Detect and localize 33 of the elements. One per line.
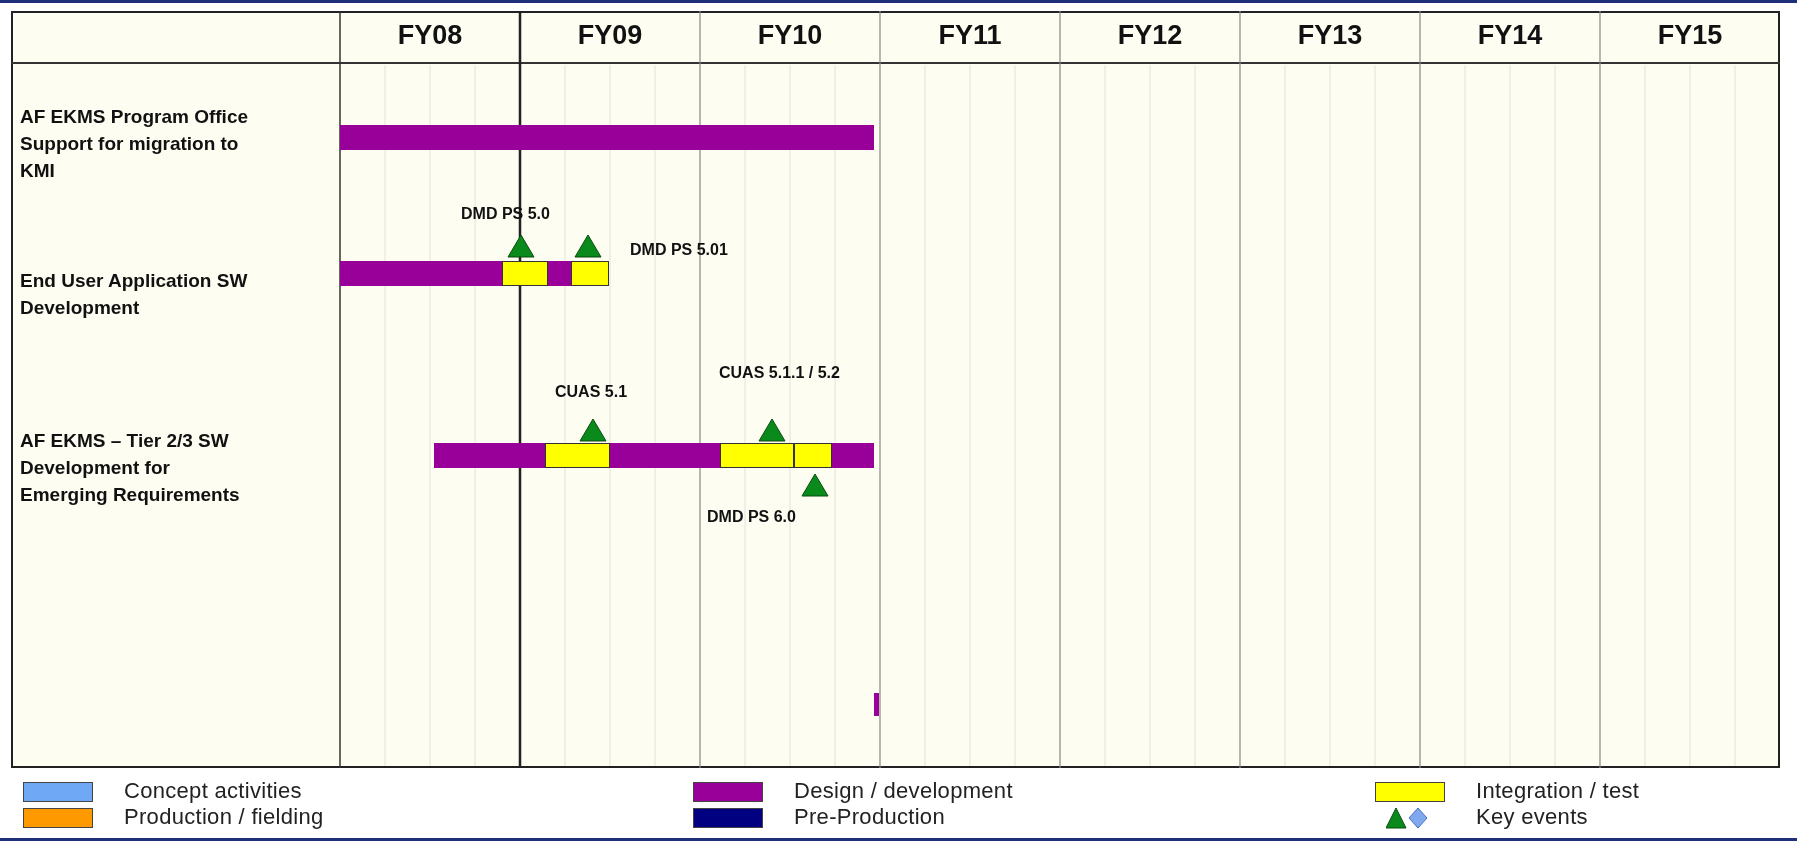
gantt-bar [874, 693, 879, 716]
gantt-bar [545, 443, 610, 468]
legend-text: Production / fielding [124, 804, 324, 830]
gantt-bar [571, 261, 609, 286]
task-label: AF EKMS Program Office Support for migration to KMI [20, 105, 250, 183]
milestone-label: CUAS 5.1 [555, 382, 628, 402]
year-header: FY13 [1296, 20, 1364, 51]
year-header: FY09 [576, 20, 644, 51]
milestone-label: DMD PS 6.0 [707, 507, 796, 527]
gantt-bar [434, 443, 545, 468]
task-label: AF EKMS – Tier 2/3 SW Development for Emerging Requirements [20, 429, 241, 507]
gantt-bar [340, 261, 502, 286]
gantt-bar [502, 261, 548, 286]
gantt-bar [832, 443, 874, 468]
milestone-label: CUAS 5.1.1 / 5.2 [719, 363, 841, 383]
year-header: FY15 [1656, 20, 1724, 51]
legend-text: Concept activities [124, 778, 302, 804]
task-label: End User Application SW Development [20, 269, 249, 320]
year-header: FY14 [1476, 20, 1544, 51]
gantt-bar [794, 443, 832, 468]
year-header: FY11 [937, 20, 1003, 51]
legend-text: Pre-Production [794, 804, 945, 830]
milestone-label: DMD PS 5.01 [630, 240, 728, 260]
legend-text: Integration / test [1476, 778, 1640, 804]
gantt-bar [610, 443, 720, 468]
gantt-bar [340, 125, 874, 150]
gantt-bar [548, 261, 571, 286]
year-header: FY12 [1116, 20, 1184, 51]
year-header: FY10 [756, 20, 824, 51]
legend-text: Key events [1476, 804, 1588, 830]
year-header: FY08 [396, 20, 464, 51]
gantt-bar [720, 443, 794, 468]
legend-text: Design / development [794, 778, 1013, 804]
